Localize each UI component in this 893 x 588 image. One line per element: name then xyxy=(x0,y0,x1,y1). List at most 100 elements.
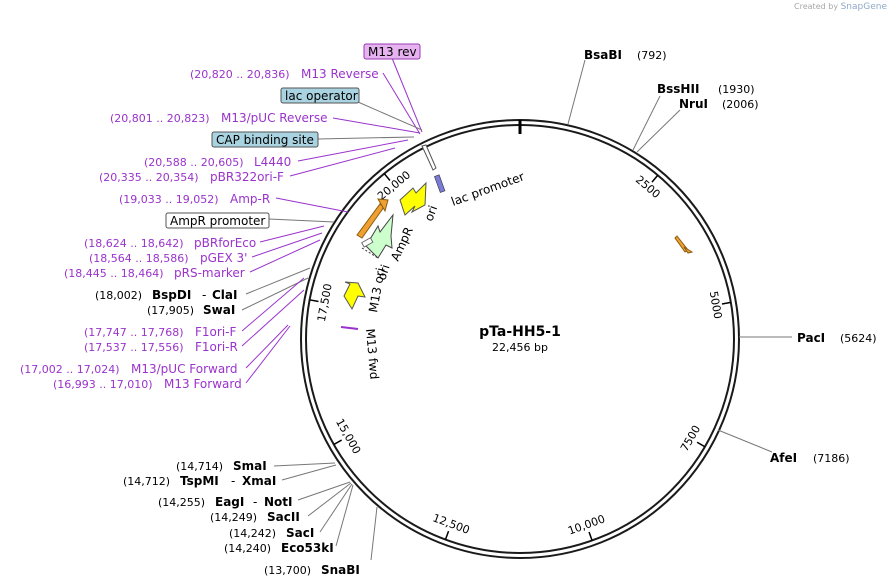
sacii-leader xyxy=(307,482,352,517)
tick-label-3: 10,000 xyxy=(566,512,607,537)
lac-promoter-label: lac promoter xyxy=(449,169,526,208)
m13puc-forward-leader xyxy=(245,324,289,369)
right-sites: BsaBI (792) BssHII (1930) NruI (2006) Pa… xyxy=(567,48,877,465)
smai-pos: (14,714) xyxy=(176,460,223,473)
m13-ori-label: M13 ori xyxy=(366,267,388,314)
tick-mark-4 xyxy=(444,530,450,540)
nrui-pos: (2006) xyxy=(722,98,759,111)
f1ori-r-range: (17,537 .. 17,556) xyxy=(84,341,184,354)
m13-rev-box xyxy=(363,43,421,60)
m13-forward-range: (16,993 .. 17,010) xyxy=(53,378,153,391)
pbr322ori-leader xyxy=(289,147,396,177)
tspmi-name: TspMI xyxy=(180,474,219,488)
tick-mark-7 xyxy=(383,173,391,182)
snapgene-watermark: Created by SnapGene xyxy=(794,2,887,12)
bspdi-leader xyxy=(245,267,311,295)
tick-mark-5 xyxy=(333,439,342,446)
clai-name: ClaI xyxy=(212,288,237,302)
tick-mark-1 xyxy=(721,301,731,305)
snabi-name: SnaBI xyxy=(321,563,360,577)
snapgene-brand: SnapGene xyxy=(840,2,887,12)
boxed-features: M13 rev lac operator CAP binding site Am… xyxy=(165,43,423,229)
bspdi-pos: (18,002) xyxy=(95,289,142,302)
eagi-leader xyxy=(297,481,351,501)
amp-r-range: (19,033 .. 19,052) xyxy=(119,193,219,206)
m13-fwd-label: M13 fwd xyxy=(363,328,381,380)
orange-small-head xyxy=(683,246,694,254)
tick-mark-0 xyxy=(651,174,659,183)
eagi-dash: - xyxy=(253,495,257,509)
tick-label-6: 17,500 xyxy=(315,283,335,323)
tick-label-2: 7500 xyxy=(678,423,703,454)
f1ori-r-leader xyxy=(241,289,305,347)
m13-reverse-range: (20,820 .. 20,836) xyxy=(190,68,290,81)
xmai-name: XmaI xyxy=(242,474,276,488)
l4440-range: (20,588 .. 20,605) xyxy=(144,156,244,169)
lac-operator-leader xyxy=(357,101,423,131)
watermark-prefix: Created by xyxy=(794,2,839,11)
plasmid-size: 22,456 bp xyxy=(492,341,548,354)
pbr322ori-name: pBR322ori-F xyxy=(210,170,284,184)
pgex3-leader xyxy=(251,232,323,258)
bsshii-name: BssHII xyxy=(657,82,699,96)
m13-forward-leader xyxy=(245,325,291,384)
amp-r-leader xyxy=(275,197,349,213)
m13-fwd-mark xyxy=(340,326,359,330)
eco53ki-pos: (14,240) xyxy=(224,542,271,555)
m13puc-reverse-name: M13/pUC Reverse xyxy=(221,111,328,125)
ori-top-label: ori xyxy=(422,204,440,223)
swai-pos: (17,905) xyxy=(147,304,194,317)
pbrforeco-range: (18,624 .. 18,642) xyxy=(84,237,184,250)
m13-forward-name: M13 Forward xyxy=(164,377,242,391)
tick-label-4: 12,500 xyxy=(431,511,472,537)
primer-labels: (20,820 .. 20,836) M13 Reverse (20,801 .… xyxy=(20,67,421,391)
bsshii-leader xyxy=(632,95,661,151)
m13puc-reverse-range: (20,801 .. 20,823) xyxy=(110,112,210,125)
swai-name: SwaI xyxy=(203,303,235,317)
noti-name: NotI xyxy=(264,495,293,509)
inner-features xyxy=(340,144,694,330)
f1ori-f-leader xyxy=(241,277,305,332)
ampr-promoter-label: AmpR promoter xyxy=(170,214,265,228)
lac-operator-box xyxy=(280,87,360,104)
m13-ori-arrow xyxy=(343,281,366,311)
tick-mark-6 xyxy=(309,299,319,303)
ampr-label: AmpR xyxy=(388,225,416,263)
bspdi-dash: - xyxy=(202,288,206,302)
m13puc-forward-name: M13/pUC Forward xyxy=(131,362,238,376)
paci-pos: (5624) xyxy=(840,332,877,345)
ampr-promoter-box xyxy=(165,212,270,229)
tick-label-1: 5000 xyxy=(707,290,725,320)
tick-mark-3 xyxy=(588,531,593,541)
m13-rev-leader xyxy=(391,57,423,133)
m13-reverse-leader xyxy=(382,72,421,135)
f1ori-f-name: F1ori-F xyxy=(195,325,236,339)
nrui-leader xyxy=(636,109,681,153)
bsabi-name: BsaBI xyxy=(584,48,622,62)
cap-binding-box xyxy=(211,131,319,148)
saci-name: SacI xyxy=(286,526,314,540)
smai-name: SmaI xyxy=(233,459,267,473)
left-sites: (18,002) BspDI - ClaI (17,905) SwaI (14,… xyxy=(95,267,378,577)
pbr322ori-range: (20,335 .. 20,354) xyxy=(99,171,199,184)
saci-pos: (14,242) xyxy=(229,527,276,540)
orange-feature-head xyxy=(377,198,389,213)
cap-binding-leader xyxy=(317,136,415,140)
nrui-name: NruI xyxy=(679,97,708,111)
pgex3-name: pGEX 3' xyxy=(200,251,247,265)
pbrforeco-leader xyxy=(259,225,325,243)
m13-reverse-name: M13 Reverse xyxy=(301,67,379,81)
l4440-name: L4440 xyxy=(254,155,291,169)
ampr-promoter-leader xyxy=(268,218,335,223)
smai-leader xyxy=(273,462,336,467)
eco53ki-name: Eco53kI xyxy=(281,541,334,555)
saci-leader xyxy=(319,483,353,533)
snabi-pos: (13,700) xyxy=(264,564,311,577)
l4440-leader xyxy=(297,139,409,162)
bspdi-name: BspDI xyxy=(152,288,191,302)
afei-pos: (7186) xyxy=(813,452,850,465)
f1ori-f-range: (17,747 .. 17,768) xyxy=(84,326,184,339)
bsabi-leader xyxy=(567,59,586,125)
bsshii-pos: (1930) xyxy=(718,83,755,96)
